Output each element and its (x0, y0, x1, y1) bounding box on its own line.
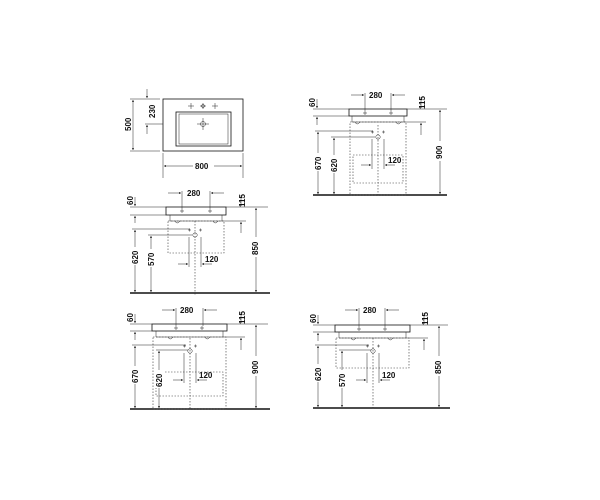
dim-rim: 60 (309, 314, 318, 323)
dim-tap-spacing: 280 (180, 306, 194, 315)
dim-trap-height: 620 (330, 158, 339, 172)
front-view-850-right: 280 60 115 850 620 570 120 (309, 306, 450, 410)
front-view-850-left: 280 60 115 850 620 570 120 (126, 189, 270, 296)
front-view-900-cabinet-right: 280 60 115 900 670 620 120 (308, 91, 447, 196)
dim-drain-height: 620 (314, 367, 323, 381)
dim-rim: 60 (308, 98, 317, 107)
dim-total-height: 900 (435, 145, 444, 159)
dim-tap-spacing: 280 (187, 189, 201, 198)
dim-offset: 120 (388, 156, 402, 165)
dim-tap-spacing: 280 (363, 306, 377, 315)
dim-drain-height: 620 (131, 250, 140, 264)
dim-bowl-depth: 115 (238, 311, 247, 324)
tap-hole-icons (188, 103, 218, 130)
dim-width: 800 (195, 162, 209, 171)
dim-trap-height: 570 (338, 373, 347, 387)
front-view-900-cabinet-left: 280 60 115 900 670 620 120 (126, 306, 270, 410)
dim-drain-height: 670 (314, 156, 323, 170)
dim-rim: 60 (126, 313, 135, 322)
dim-total-height: 900 (251, 360, 260, 374)
dim-total-height: 850 (251, 241, 260, 255)
dim-bowl-depth: 115 (421, 312, 430, 325)
top-view: 500 230 800 (124, 89, 244, 178)
dim-drain-height: 670 (131, 369, 140, 383)
dim-depth: 500 (124, 117, 133, 131)
dim-rim: 60 (126, 196, 135, 205)
basin-outline (162, 98, 244, 152)
dim-tap-offset: 230 (148, 104, 157, 118)
dim-bowl-depth: 115 (418, 96, 427, 109)
dim-total-height: 850 (434, 360, 443, 374)
dim-offset: 120 (205, 255, 219, 264)
dim-offset: 120 (382, 371, 396, 380)
dim-tap-spacing: 280 (369, 91, 383, 100)
dim-offset: 120 (199, 371, 213, 380)
dim-bowl-depth: 115 (238, 194, 247, 207)
dim-trap-height: 570 (147, 252, 156, 266)
dim-trap-height: 620 (155, 373, 164, 387)
